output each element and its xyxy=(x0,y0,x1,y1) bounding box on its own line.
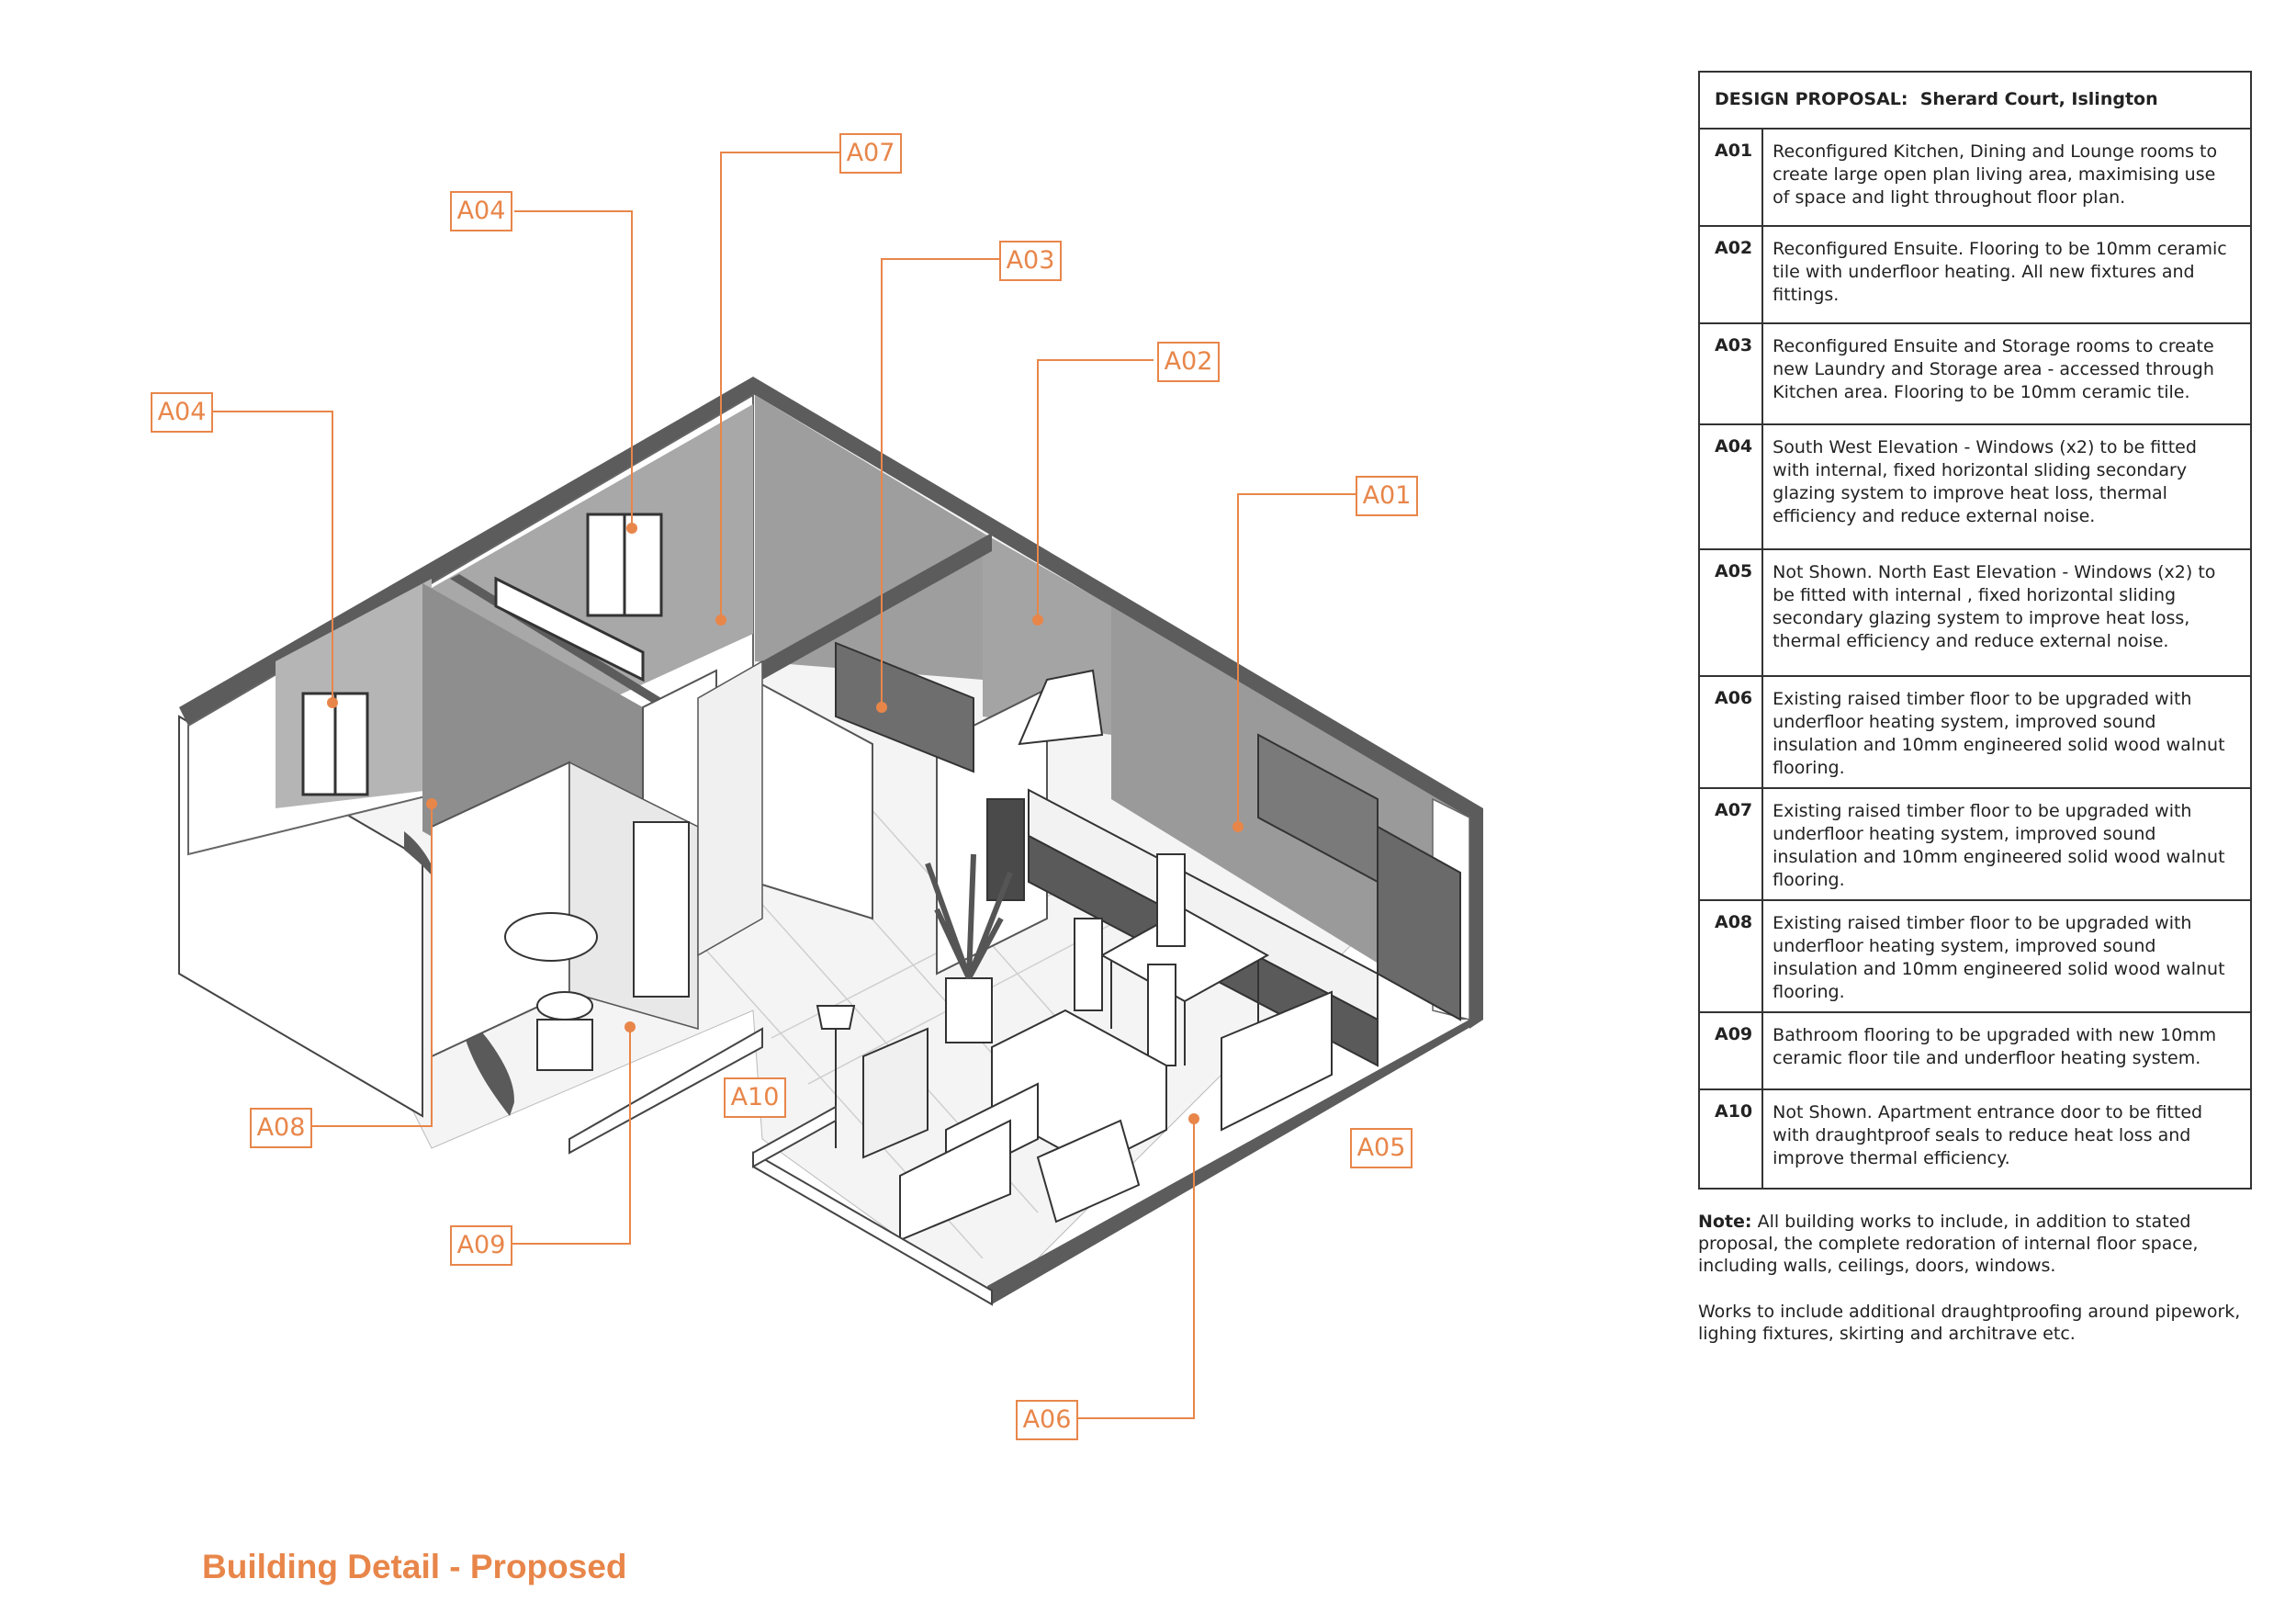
row-description: Reconfigured Ensuite. Flooring to be 10m… xyxy=(1761,225,2252,324)
table-row: A06 Existing raised timber floor to be u… xyxy=(1697,675,2252,789)
row-description: Reconfigured Ensuite and Storage rooms t… xyxy=(1761,322,2252,425)
row-description: Existing raised timber floor to be upgra… xyxy=(1761,675,2252,789)
row-code: A06 xyxy=(1697,675,1764,789)
callout-a01: A01 xyxy=(1356,476,1418,516)
row-code: A05 xyxy=(1697,548,1764,677)
callout-a10: A10 xyxy=(724,1077,786,1118)
leader-lines xyxy=(211,152,1357,1419)
notes-block: Note: All building works to include, in … xyxy=(1698,1211,2258,1369)
table-row: A01 Reconfigured Kitchen, Dining and Lou… xyxy=(1697,128,2252,227)
callout-a06: A06 xyxy=(1016,1400,1078,1440)
row-code: A03 xyxy=(1697,322,1764,425)
table-header-row: DESIGN PROPOSAL: Sherard Court, Islingto… xyxy=(1698,71,2252,130)
header-prefix: DESIGN PROPOSAL: xyxy=(1715,89,1908,109)
table-row: A02 Reconfigured Ensuite. Flooring to be… xyxy=(1697,225,2252,324)
callout-a05: A05 xyxy=(1350,1128,1412,1168)
row-description: Existing raised timber floor to be upgra… xyxy=(1761,787,2252,901)
row-code: A09 xyxy=(1697,1011,1764,1090)
note-paragraph-1: Note: All building works to include, in … xyxy=(1698,1211,2258,1277)
table-header: DESIGN PROPOSAL: Sherard Court, Islingto… xyxy=(1698,71,2252,130)
note-text-1: All building works to include, in additi… xyxy=(1698,1212,2199,1276)
row-code: A08 xyxy=(1697,899,1764,1013)
row-description: Not Shown. Apartment entrance door to be… xyxy=(1761,1088,2252,1190)
drawing-title: Building Detail - Proposed xyxy=(202,1548,627,1585)
note-label: Note: xyxy=(1698,1212,1752,1232)
windows xyxy=(301,513,663,796)
table-row: A04 South West Elevation - Windows (x2) … xyxy=(1697,423,2252,550)
table-row: A07 Existing raised timber floor to be u… xyxy=(1697,787,2252,901)
table-row: A03 Reconfigured Ensuite and Storage roo… xyxy=(1697,322,2252,425)
callout-a03: A03 xyxy=(999,241,1062,281)
row-code: A04 xyxy=(1697,423,1764,550)
note-paragraph-2: Works to include additional draughtproof… xyxy=(1698,1302,2241,1344)
dining-set xyxy=(1074,853,1270,1066)
row-code: A02 xyxy=(1697,225,1764,324)
table-row: A09 Bathroom flooring to be upgraded wit… xyxy=(1697,1011,2252,1090)
header-project: Sherard Court, Islington xyxy=(1919,89,2158,109)
row-description: Not Shown. North East Elevation - Window… xyxy=(1761,548,2252,677)
living-furniture xyxy=(816,990,1333,1242)
callout-a04-lower: A04 xyxy=(151,392,213,433)
entrance-platform xyxy=(568,1027,993,1306)
table-row: A08 Existing raised timber floor to be u… xyxy=(1697,899,2252,1013)
callout-a07: A07 xyxy=(839,133,902,174)
row-description: Bathroom flooring to be upgraded with ne… xyxy=(1761,1011,2252,1090)
table-row: A05 Not Shown. North East Elevation - Wi… xyxy=(1697,548,2252,677)
design-proposal-table: DESIGN PROPOSAL: Sherard Court, Islingto… xyxy=(1697,71,2252,1190)
row-description: Existing raised timber floor to be upgra… xyxy=(1761,899,2252,1013)
callout-a02: A02 xyxy=(1157,342,1220,382)
callout-a08: A08 xyxy=(250,1108,312,1148)
bathroom-fixtures xyxy=(504,821,690,1071)
row-code: A01 xyxy=(1697,128,1764,227)
table-row: A10 Not Shown. Apartment entrance door t… xyxy=(1697,1088,2252,1190)
curved-cut-wall xyxy=(404,831,514,1116)
row-description: Reconfigured Kitchen, Dining and Lounge … xyxy=(1761,128,2252,227)
row-description: South West Elevation - Windows (x2) to b… xyxy=(1761,423,2252,550)
leader-dots xyxy=(327,523,1244,1124)
callout-a09: A09 xyxy=(450,1225,512,1266)
plant xyxy=(925,853,1013,1043)
row-code: A07 xyxy=(1697,787,1764,901)
callout-a04-upper: A04 xyxy=(450,191,512,231)
row-code: A10 xyxy=(1697,1088,1764,1190)
isometric-floor-plan xyxy=(178,152,1483,1419)
